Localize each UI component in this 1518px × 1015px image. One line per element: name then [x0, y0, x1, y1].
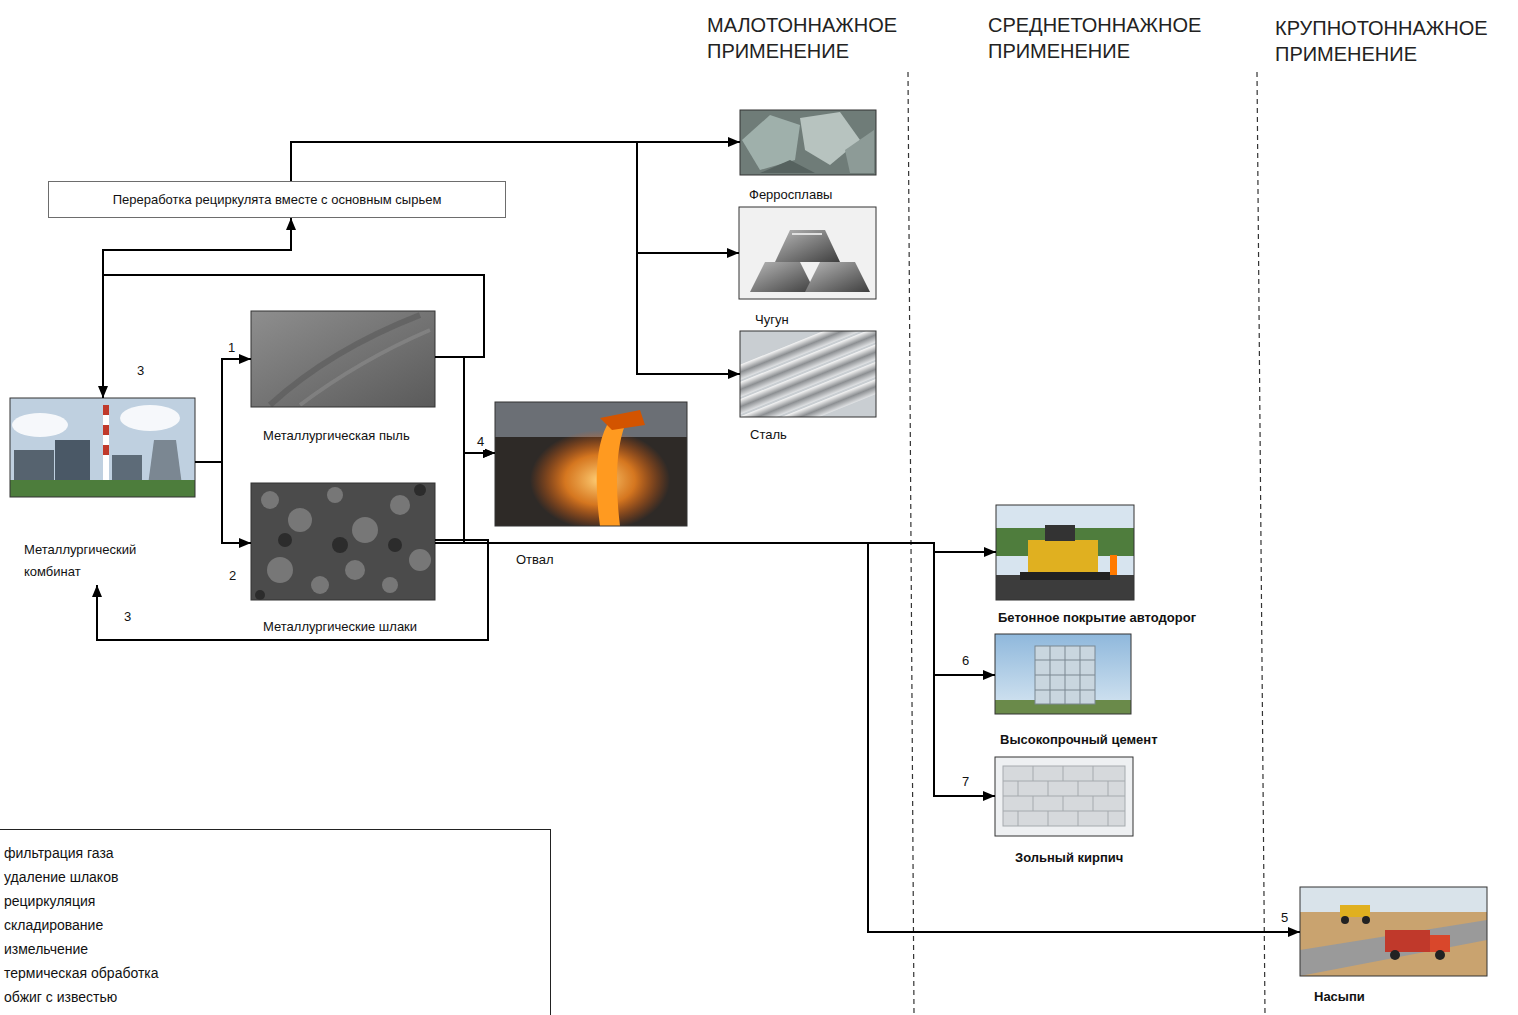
- legend-entry: обжиг с известью: [4, 985, 550, 1009]
- dump-photo-node: Отвал: [495, 402, 687, 526]
- flow-arrow: [97, 540, 488, 640]
- legend-entry: рециркуляция: [4, 889, 550, 913]
- callout-number: 2: [228, 568, 237, 584]
- slag-photo: [251, 483, 435, 600]
- flow-arrow: [195, 359, 251, 462]
- flow-arrow: [103, 218, 484, 357]
- embankment-photo: [1300, 887, 1487, 976]
- plant-photo-node: Металлургический комбинат: [10, 398, 195, 585]
- legend-entry: складирование: [4, 913, 550, 937]
- plant-photo: [10, 398, 195, 497]
- photo-caption: Металлургические шлаки: [263, 619, 417, 635]
- photo-caption: Бетонное покрытие автодорог: [998, 610, 1196, 626]
- application-photo-node: Бетонное покрытие автодорог: [996, 505, 1134, 600]
- cement-building-photo: [995, 634, 1131, 714]
- application-photo-node: Высокопрочный цемент: [995, 634, 1131, 714]
- photo-caption: Чугун: [755, 312, 789, 328]
- dump-photo: [495, 402, 687, 530]
- box-text: Переработка рециркулята вместе с основны…: [113, 192, 442, 208]
- photo-caption: Металлургическая пыль: [263, 428, 410, 444]
- flow-arrow: [291, 142, 740, 374]
- flow-arrow: [435, 543, 1300, 932]
- callout-number: 3: [136, 363, 145, 379]
- flow-arrow: [435, 543, 996, 552]
- waste-photo-node: Металлургические шлаки: [251, 483, 435, 600]
- legend-entry: термическая обработка: [4, 961, 550, 985]
- callout-number: 5: [1280, 910, 1289, 926]
- legend-entry: измельчение: [4, 937, 550, 961]
- photo-caption: Насыпи: [1314, 989, 1365, 1005]
- photo-caption: Высокопрочный цемент: [1000, 732, 1158, 748]
- column-divider: [908, 72, 1265, 1015]
- legend-entry: фильтрация газа: [4, 841, 550, 865]
- brick-photo: [995, 757, 1133, 836]
- photo-caption: Отвал: [516, 552, 554, 568]
- product-photo: Ферросплавы: [740, 110, 876, 175]
- application-photo-node: Насыпи: [1300, 887, 1487, 976]
- road-paving-photo: [996, 505, 1134, 600]
- flow-arrow: [435, 543, 995, 796]
- callout-number: 7: [961, 774, 970, 790]
- flow-arrow: [103, 275, 484, 398]
- column-heading: СРЕДНЕТОННАЖНОЕ ПРИМЕНЕНИЕ: [988, 12, 1238, 64]
- steel-bars-photo: [714, 308, 910, 448]
- callout-number: 6: [961, 653, 970, 669]
- photo-caption: Зольный кирпич: [1015, 850, 1123, 866]
- flow-arrow: [291, 142, 740, 181]
- product-photo: Чугун: [739, 207, 876, 299]
- flow-arrow: [435, 543, 995, 675]
- product-photo: Сталь: [740, 331, 876, 417]
- application-photo-node: Зольный кирпич: [995, 757, 1133, 836]
- callout-number: 1: [227, 340, 236, 356]
- column-heading: КРУПНОТОННАЖНОЕ ПРИМЕНЕНИЕ: [1275, 15, 1513, 67]
- ferroalloy-photo: [740, 110, 876, 175]
- column-heading: МАЛОТОННАЖНОЕ ПРИМЕНЕНИЕ: [707, 12, 922, 64]
- callout-number: 3: [123, 609, 132, 625]
- flow-arrow: [435, 453, 495, 543]
- photo-caption: Ферросплавы: [749, 187, 832, 203]
- photo-caption: Металлургический комбинат: [24, 539, 184, 583]
- dust-photo: [251, 311, 435, 407]
- flow-arrow: [435, 357, 495, 453]
- process-box: Переработка рециркулята вместе с основны…: [48, 181, 506, 218]
- pig-iron-photo: [739, 207, 876, 299]
- photo-caption: Сталь: [750, 427, 787, 443]
- callout-number: 4: [476, 434, 485, 450]
- flow-arrow: [195, 462, 251, 543]
- waste-photo-node: Металлургическая пыль: [251, 311, 435, 407]
- legend-entry: удаление шлаков: [4, 865, 550, 889]
- legend-box: фильтрация газаудаление шлаковрециркуляц…: [0, 829, 551, 1015]
